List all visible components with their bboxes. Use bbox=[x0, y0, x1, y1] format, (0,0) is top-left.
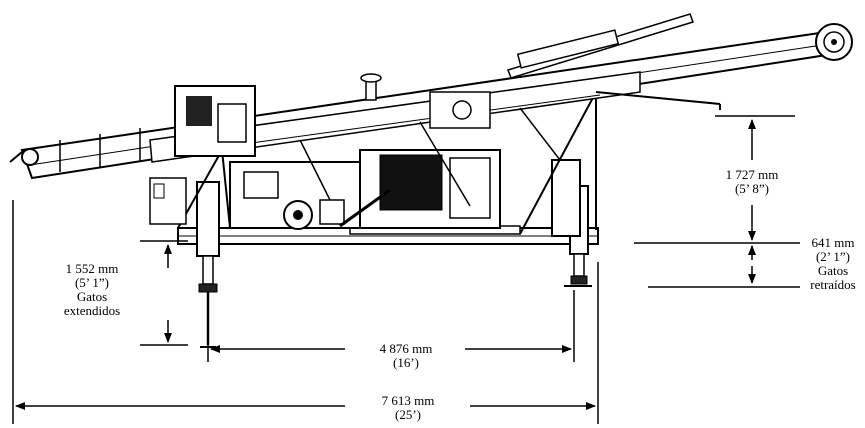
height-dimensions-right bbox=[634, 115, 800, 288]
jacks-extended-caption-2: extendidos bbox=[63, 303, 121, 318]
height-right-metric: 1 727 mm bbox=[725, 167, 779, 182]
jacks-extended-dimension bbox=[140, 240, 188, 346]
overall-length-imperial: (25’) bbox=[395, 407, 421, 422]
jacks-retracted-imperial: (2’ 1”) bbox=[815, 249, 851, 264]
overall-length-dimension bbox=[12, 200, 599, 424]
height-right-label: 1 727 mm (5’ 8”) bbox=[700, 168, 804, 196]
jacks-extended-imperial: (5’ 1”) bbox=[74, 275, 110, 290]
rig-machine bbox=[9, 13, 853, 348]
jacks-retracted-caption-1: Gatos bbox=[817, 263, 849, 278]
mast-boom bbox=[9, 13, 853, 207]
jacks-extended-caption-1: Gatos bbox=[76, 289, 108, 304]
height-right-imperial: (5’ 8”) bbox=[734, 181, 770, 196]
right-tower bbox=[519, 91, 597, 237]
jack-spacing-metric: 4 876 mm bbox=[379, 341, 433, 356]
overall-length-metric: 7 613 mm bbox=[381, 393, 435, 408]
jack-spacing-dimension bbox=[207, 290, 575, 362]
jacks-retracted-metric: 641 mm bbox=[811, 235, 855, 250]
left-jack bbox=[196, 181, 220, 348]
jacks-retracted-label: 641 mm (2’ 1”) Gatos retraídos bbox=[802, 236, 864, 292]
overall-length-label: 7 613 mm (25’) bbox=[360, 394, 456, 422]
jack-spacing-label: 4 876 mm (16’) bbox=[358, 342, 454, 370]
jacks-extended-label: 1 552 mm (5’ 1”) Gatos extendidos bbox=[42, 262, 142, 318]
jack-spacing-imperial: (16’) bbox=[393, 355, 419, 370]
left-support bbox=[149, 149, 231, 229]
engine-block bbox=[229, 149, 501, 230]
jacks-extended-metric: 1 552 mm bbox=[65, 261, 119, 276]
jacks-retracted-caption-2: retraídos bbox=[810, 277, 856, 292]
